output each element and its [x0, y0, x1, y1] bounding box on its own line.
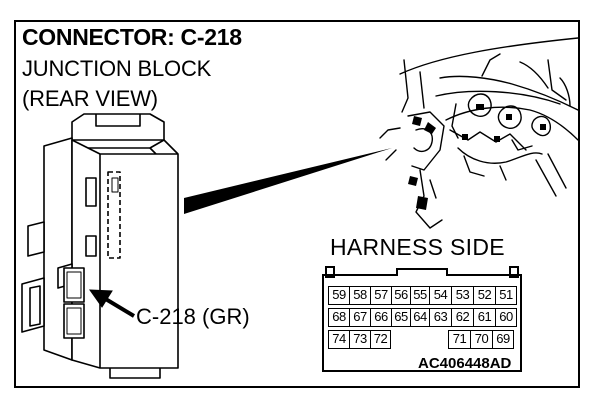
pin-row-1: 59 58 57 56 55 54 53 52 51 — [328, 286, 517, 305]
vehicle-sketch — [379, 37, 579, 229]
connector-right-lock — [509, 266, 519, 278]
component-name: JUNCTION BLOCK — [22, 56, 212, 81]
connector-left-lock — [325, 266, 335, 278]
pin-cell: 57 — [370, 286, 391, 305]
pin-cell: 55 — [410, 286, 429, 305]
pin-cell: 64 — [410, 308, 429, 327]
pin-cell: 65 — [391, 308, 410, 327]
harness-side-title: HARNESS SIDE — [330, 234, 505, 260]
pin-row-2: 68 67 66 65 64 63 62 61 60 — [328, 308, 517, 327]
pin-cell: 62 — [451, 308, 473, 327]
callout-arrow — [89, 289, 136, 318]
pin-row-3-right: 71 70 69 — [448, 330, 514, 349]
pin-cell: 71 — [448, 330, 470, 349]
figure-code: AC406448AD — [418, 355, 512, 372]
pin-cell: 72 — [370, 330, 391, 349]
junction-block-drawing — [21, 113, 179, 379]
connector-title: CONNECTOR: C-218 — [22, 24, 242, 50]
connector-key — [396, 268, 448, 276]
pin-cell: 54 — [429, 286, 451, 305]
pin-cell: 74 — [328, 330, 349, 349]
connector-callout-label: C-218 (GR) — [136, 304, 250, 329]
pin-cell: 66 — [370, 308, 391, 327]
connector-face-diagram: 59 58 57 56 55 54 53 52 51 68 67 66 65 6… — [322, 266, 522, 372]
view-label: (REAR VIEW) — [22, 86, 158, 111]
pin-cell: 58 — [349, 286, 370, 305]
pin-cell: 63 — [429, 308, 451, 327]
pin-cell: 56 — [391, 286, 410, 305]
pin-cell: 61 — [473, 308, 495, 327]
pin-cell: 68 — [328, 308, 349, 327]
pin-cell: 69 — [492, 330, 514, 349]
pin-cell: 51 — [495, 286, 517, 305]
pin-cell: 53 — [451, 286, 473, 305]
pin-cell: 73 — [349, 330, 370, 349]
pin-cell: 52 — [473, 286, 495, 305]
pin-cell: 67 — [349, 308, 370, 327]
pin-cell: 70 — [470, 330, 492, 349]
vehicle-sketch-shading — [408, 104, 546, 210]
location-pointer — [184, 148, 392, 214]
pin-row-3-left: 74 73 72 — [328, 330, 391, 349]
pin-cell: 60 — [495, 308, 517, 327]
pin-cell: 59 — [328, 286, 349, 305]
